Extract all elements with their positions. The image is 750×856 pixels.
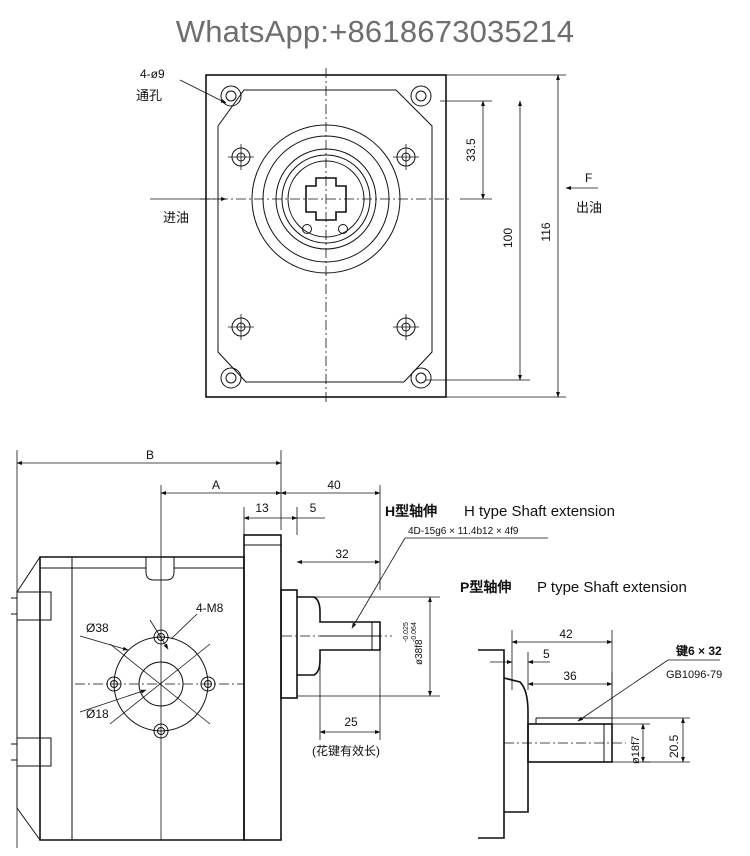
rear-cover [16, 556, 41, 841]
inlet-label: 进油 [163, 210, 189, 225]
dim-116: 116 [539, 222, 553, 241]
inner-bolt-holes [228, 144, 419, 340]
p-type-view: P型轴伸 P type Shaft extension 42 5 36 [460, 579, 722, 839]
p-standard: GB1096-79 [666, 669, 722, 681]
hole-leader [179, 79, 227, 104]
p-type-title-en: P type Shaft extension [537, 579, 687, 596]
spline-note: (花键有效长) [312, 743, 380, 758]
dim-40: 40 [327, 478, 341, 492]
p-dim-42: 42 [559, 627, 573, 641]
dim-5: 5 [310, 501, 317, 515]
p-key-label: 键6 × 32 [675, 643, 722, 658]
bore38-leader [79, 635, 129, 651]
p-dim-36: 36 [563, 669, 577, 683]
side-flange [243, 534, 282, 841]
p-dim-5: 5 [543, 647, 550, 661]
bore-18: Ø18 [86, 707, 109, 721]
top-lug [145, 557, 175, 581]
seal-circle [275, 148, 377, 250]
hole-callout: 4-ø9 [140, 67, 165, 81]
dim-A: A [212, 478, 220, 492]
boss-circle [262, 135, 390, 263]
h-type-title-cn: H型轴伸 [385, 503, 437, 519]
p-flange [478, 649, 505, 839]
side-boss [280, 589, 298, 699]
p-dim-20-5: 20.5 [667, 734, 681, 758]
side-view: B A 40 13 5 [11, 448, 615, 848]
dim-100: 100 [501, 228, 515, 248]
flange-inner-border [217, 89, 433, 383]
dim-13: 13 [255, 501, 269, 515]
outlet-label: 出油 [576, 200, 602, 215]
h-type-spec: 4D-15g6 × 11.4b12 × 4f9 [408, 526, 519, 537]
bore-38: Ø38 [86, 621, 109, 635]
p-boss [503, 677, 529, 813]
h-type-title-en: H type Shaft extension [464, 503, 615, 520]
bore18-leader [79, 689, 147, 713]
force-label: F [585, 171, 592, 185]
spec-leader [351, 537, 406, 629]
pin-left [302, 224, 312, 234]
key-leader [577, 659, 669, 722]
boss-outer-circle [251, 124, 401, 274]
shaft-circle [287, 160, 365, 238]
dim-B: B [146, 448, 154, 462]
dim-33-5: 33.5 [464, 138, 478, 162]
m8-leader [149, 619, 169, 650]
rear-fitting-bottom [16, 737, 52, 767]
p-type-title-cn: P型轴伸 [460, 579, 511, 595]
through-hole-label: 通孔 [136, 88, 162, 103]
pin-right [338, 224, 348, 234]
port-threads [106, 629, 216, 739]
m8-leader-2 [171, 613, 198, 639]
dim-25: 25 [344, 715, 358, 729]
tol-lower: -0.064 [411, 622, 418, 642]
spline-profile [305, 177, 347, 221]
tol-upper: -0.025 [403, 622, 410, 642]
front-view: 4-ø9 通孔 进油 F 出油 33.5 100 116 [136, 67, 602, 405]
seal-inner-circle [281, 154, 371, 244]
port-bore [138, 661, 184, 707]
thread-label: 4-M8 [196, 601, 224, 615]
dim-32: 32 [335, 547, 349, 561]
shaft-dia: ø38f8 [414, 639, 425, 665]
p-shaft-dia: ø18f7 [630, 736, 642, 764]
whatsapp-watermark: WhatsApp:+8618673035214 [175, 14, 575, 49]
corner-holes [220, 85, 432, 389]
rear-fitting-top [16, 591, 52, 621]
